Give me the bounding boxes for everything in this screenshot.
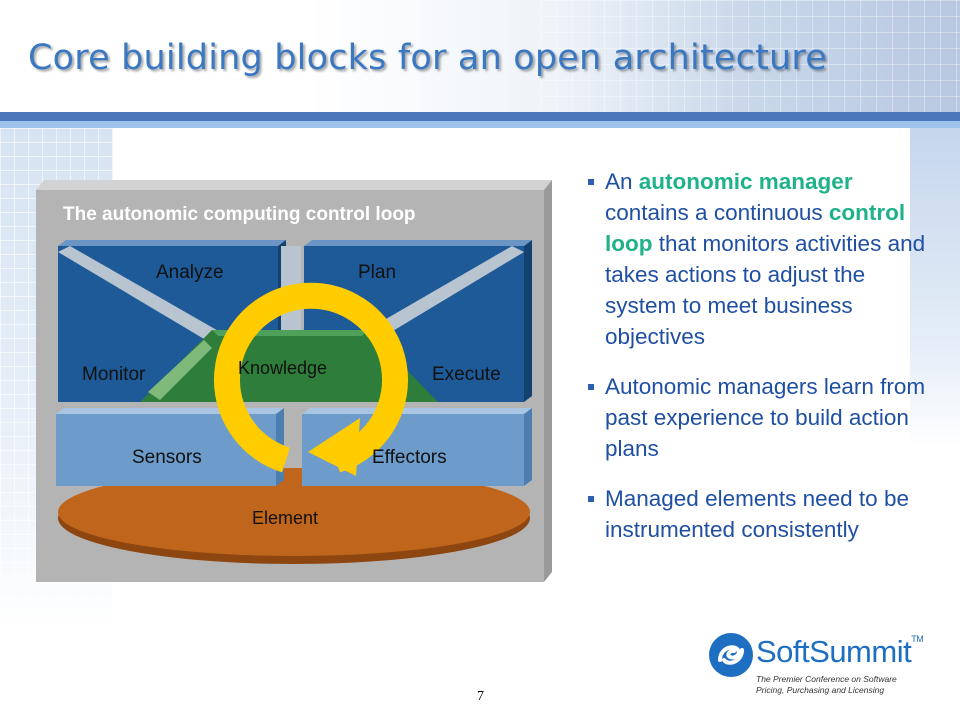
slide-title: Core building blocks for an open archite… xyxy=(28,38,827,78)
bullet-item: Autonomic managers learn from past exper… xyxy=(586,371,936,464)
bullet-1-highlight-control-loop: control loop xyxy=(605,200,906,256)
right-decoration-band xyxy=(910,128,960,448)
monitor-label: Monitor xyxy=(82,364,146,385)
panel-top-face xyxy=(36,180,552,190)
diagram-title: The autonomic computing control loop xyxy=(63,204,416,225)
sensors-block xyxy=(56,414,276,486)
logo-wordmark: SoftSummitTM xyxy=(756,634,924,670)
effectors-block-top xyxy=(302,408,532,414)
element-disc xyxy=(58,468,530,556)
header-rule-dark xyxy=(0,112,960,121)
logo-tagline-line-2: Pricing, Purchasing and Licensing xyxy=(756,685,885,695)
effectors-label: Effectors xyxy=(372,447,447,468)
bullet-1-seg-1: An xyxy=(605,169,639,194)
bullet-1-seg-3: contains a continuous xyxy=(605,200,829,225)
page-number: 7 xyxy=(477,689,484,704)
bullet-text-3: Managed elements need to be instrumented… xyxy=(605,486,909,542)
header-band xyxy=(0,0,960,112)
bullet-item: An autonomic manager contains a continuo… xyxy=(586,166,936,352)
plan-block-side xyxy=(524,240,532,402)
loop-arrow-head xyxy=(308,418,360,476)
bullet-square-icon xyxy=(588,384,594,390)
header-rule-light xyxy=(0,121,960,128)
execute-label: Execute xyxy=(432,364,501,385)
plan-block-top xyxy=(304,240,532,246)
left-diagonal-divider xyxy=(58,246,248,358)
sensors-label: Sensors xyxy=(132,447,202,468)
logo-name: SoftSummit xyxy=(756,634,912,669)
analyze-block-top xyxy=(58,240,286,246)
header-grid-decoration xyxy=(540,0,960,112)
effectors-block-side xyxy=(524,408,532,486)
sensors-block-top xyxy=(56,408,284,414)
bullet-text-2: Autonomic managers learn from past exper… xyxy=(605,374,926,461)
control-loop-diagram: The autonomic computing control loop Ana… xyxy=(36,180,552,582)
bullet-1-highlight-autonomic-manager: autonomic manager xyxy=(638,169,853,194)
bullet-square-icon xyxy=(588,179,594,185)
plan-label: Plan xyxy=(358,262,397,283)
element-label: Element xyxy=(252,508,319,528)
panel-side-face xyxy=(544,180,552,582)
loop-arrow-body xyxy=(214,282,408,473)
bullet-1-seg-5: that monitors activities and takes actio… xyxy=(605,231,926,349)
softsummit-logo: SoftSummitTM The Premier Conference on S… xyxy=(706,630,924,700)
softsummit-swirl-icon xyxy=(709,633,753,677)
bullet-text-1: An autonomic manager contains a continuo… xyxy=(605,169,925,349)
control-loop-graphic xyxy=(36,180,552,582)
logo-trademark: TM xyxy=(911,634,924,644)
analyze-label: Analyze xyxy=(156,262,224,283)
bullet-item: Managed elements need to be instrumented… xyxy=(586,483,936,545)
knowledge-label: Knowledge xyxy=(238,358,328,378)
knowledge-left-stripe xyxy=(148,340,212,400)
logo-tagline-line-1: The Premier Conference on Software xyxy=(756,674,897,684)
bullet-list: An autonomic manager contains a continuo… xyxy=(586,166,936,564)
bullet-square-icon xyxy=(588,496,594,502)
